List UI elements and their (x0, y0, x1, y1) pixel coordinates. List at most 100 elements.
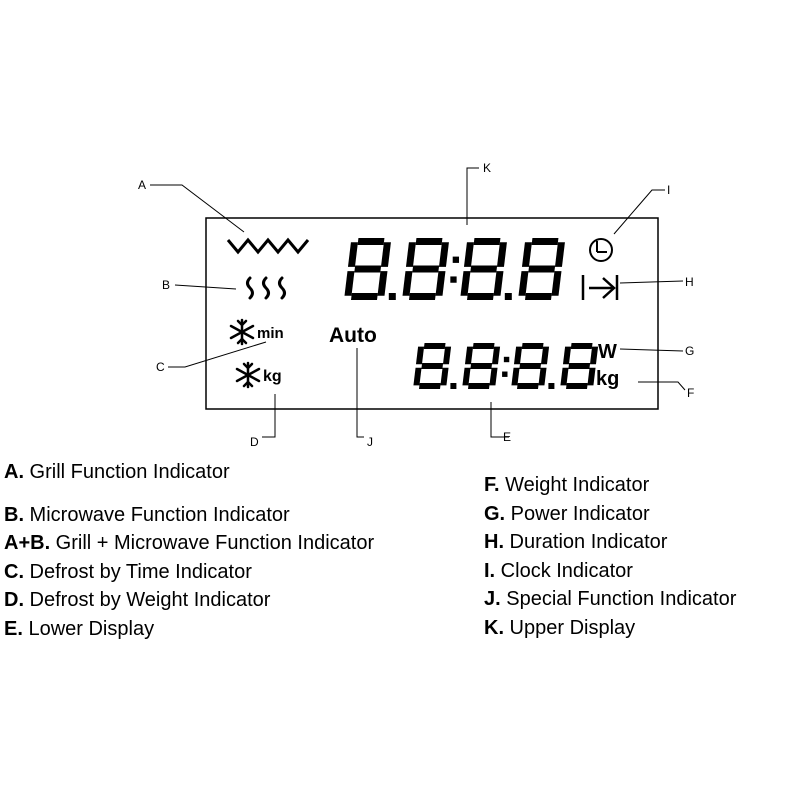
legend-item-h: H. Duration Indicator (484, 531, 668, 553)
legend-left: A. Grill Function Indicator B. Microwave… (4, 460, 474, 660)
segment-e (511, 367, 520, 386)
callout-h: H (685, 275, 694, 289)
callout-d: D (250, 435, 259, 449)
lcd-frame (205, 217, 659, 410)
segment-c (493, 271, 504, 296)
callout-b: B (162, 278, 170, 292)
segment-b (380, 242, 391, 267)
segment-c (489, 367, 498, 386)
segment-e (560, 367, 569, 386)
segment-c (538, 367, 547, 386)
callout-e: E (503, 430, 511, 444)
segment-a (423, 343, 446, 349)
leader-h (619, 280, 684, 284)
segment-a (521, 343, 544, 349)
segment-b (554, 242, 565, 267)
segment-e (402, 271, 413, 296)
segment-g (470, 363, 493, 369)
kg-defrost-text: kg (263, 368, 282, 385)
legend-item-a: A. Grill Function Indicator (4, 461, 230, 483)
segment-b (438, 242, 449, 267)
segment-b (589, 346, 599, 365)
legend-item-a-b: A+B. Grill + Microwave Function Indicato… (4, 532, 375, 554)
snowflake-icon (229, 318, 255, 346)
segment-d (467, 293, 494, 300)
legend-item-d: D. Defrost by Weight Indicator (4, 589, 271, 611)
segment-f (347, 242, 358, 267)
segment-f (464, 346, 474, 365)
duration-arrow-icon (581, 275, 619, 300)
segment-d (566, 383, 588, 389)
callout-a: A (138, 178, 146, 192)
leader-b (174, 284, 237, 290)
upper-display (344, 238, 565, 300)
segment-f (562, 346, 572, 365)
callout-j: J (367, 435, 373, 449)
segment-e (460, 271, 471, 296)
legend-item-i: I. Clock Indicator (484, 560, 633, 582)
segment-g (519, 363, 542, 369)
clock-icon (589, 238, 613, 262)
segment-g (412, 265, 440, 273)
leader-c (168, 341, 267, 368)
decimal-point (548, 383, 555, 389)
segment-c (551, 271, 562, 296)
legend-item-j: J. Special Function Indicator (484, 588, 737, 610)
callout-g: G (685, 344, 694, 358)
segment-d (468, 383, 490, 389)
segment-b (540, 346, 550, 365)
segment-c (435, 271, 446, 296)
leader-k (466, 167, 479, 225)
colon-dot (502, 371, 508, 377)
segment-f (513, 346, 523, 365)
segment-d (525, 293, 552, 300)
segment-a (473, 238, 501, 245)
leader-d (262, 394, 276, 438)
decimal-point (388, 293, 396, 300)
segment-d (409, 293, 436, 300)
segment-g (354, 265, 382, 273)
snowflake-icon (235, 361, 261, 389)
leader-j (356, 348, 364, 438)
segment-d (517, 383, 539, 389)
segment-d (351, 293, 378, 300)
segment-b (491, 346, 501, 365)
segment-f (521, 242, 532, 267)
segment-a (531, 238, 559, 245)
min-text: min (257, 325, 284, 342)
legend-item-b: B. Microwave Function Indicator (4, 504, 290, 526)
segment-e (413, 367, 422, 386)
segment-f (415, 346, 425, 365)
segment-e (344, 271, 355, 296)
leader-a (150, 184, 245, 233)
segment-g (528, 265, 556, 273)
legend-right: F. Weight Indicator G. Power Indicator H… (484, 473, 798, 663)
segment-a (357, 238, 385, 245)
legend-item-g: G. Power Indicator (484, 503, 650, 525)
leader-g (619, 348, 684, 352)
segment-f (405, 242, 416, 267)
grill-icon (226, 237, 310, 255)
callout-k: K (483, 161, 491, 175)
callout-i: I (667, 183, 670, 197)
colon-dot (452, 256, 460, 263)
segment-c (377, 271, 388, 296)
lcd-diagram: min kg Auto W kg (138, 161, 694, 449)
segment-g (421, 363, 444, 369)
decimal-point (450, 383, 457, 389)
legend-item-c: C. Defrost by Time Indicator (4, 561, 252, 583)
colon-dot (450, 276, 457, 283)
auto-text: Auto (329, 324, 377, 347)
segment-a (415, 238, 443, 245)
leader-i (613, 189, 665, 235)
legend-item-f: F. Weight Indicator (484, 474, 650, 496)
segment-g (568, 363, 591, 369)
segment-e (518, 271, 529, 296)
power-w-text: W (598, 341, 617, 363)
segment-f (463, 242, 474, 267)
leader-f (638, 381, 686, 391)
legend-item-k: K. Upper Display (484, 617, 636, 639)
segment-g (470, 265, 498, 273)
colon-dot (503, 356, 510, 363)
callout-c: C (156, 360, 165, 374)
